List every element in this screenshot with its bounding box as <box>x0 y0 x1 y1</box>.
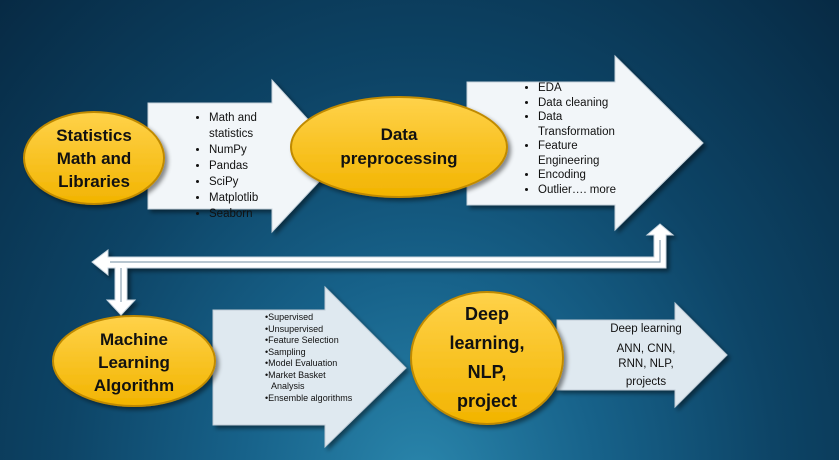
list-item: SciPy <box>209 174 289 190</box>
step4-title-line: learning, <box>449 333 525 353</box>
step1-title-line: Statistics <box>56 125 132 145</box>
list-item: Pandas <box>209 158 289 174</box>
step2-title-line: Data <box>380 125 418 144</box>
step3-oval <box>52 315 216 407</box>
step3-list: •Supervised •Unsupervised •Feature Selec… <box>259 312 355 404</box>
list-item: EDA <box>538 81 638 96</box>
list-item: NumPy <box>209 142 289 158</box>
list-item: Data Transformation <box>538 110 638 139</box>
list-item: •Model Evaluation <box>265 358 338 368</box>
list-item: Math and statistics <box>209 110 289 142</box>
list-item: •Unsupervised <box>265 323 324 334</box>
list-item: •Supervised <box>265 312 314 322</box>
step3-title: Machine Learning Algorithm <box>60 326 208 398</box>
step4-detail-line: ANN, CNN, <box>616 343 676 355</box>
list-item: •Sampling <box>265 346 306 357</box>
step1-arrow <box>147 78 343 234</box>
step2-list: EDA Data cleaning Data Transformation Fe… <box>528 81 638 197</box>
step4-title: Deep learning, NLP, project <box>421 300 553 416</box>
step1-title: Statistics Math and Libraries <box>28 120 160 196</box>
list-item: Encoding <box>538 168 638 183</box>
step2-oval <box>290 96 508 198</box>
step2-arrow <box>466 54 704 232</box>
step2-title: Data preprocessing <box>305 118 493 176</box>
connector-arrow <box>91 223 675 316</box>
step1-title-line: Math and <box>56 148 132 168</box>
list-item: Matplotlib <box>209 190 289 206</box>
list-item: Feature Engineering <box>538 139 638 168</box>
step4-title-line: Deep <box>464 304 509 324</box>
step2-title-line: preprocessing <box>340 149 458 168</box>
step3-title-line: Algorithm <box>93 375 175 395</box>
step4-oval <box>410 291 564 425</box>
list-item: Seaborn <box>209 206 289 222</box>
step1-title-line: Libraries <box>58 171 130 191</box>
step4-detail-line: projects <box>625 376 667 388</box>
list-item: •Ensemble algorithms <box>265 392 353 403</box>
step1-list: Math and statistics NumPy Pandas SciPy M… <box>199 110 289 222</box>
list-item: •Market Basket Analysis <box>265 369 326 392</box>
list-item: Data cleaning <box>538 96 638 111</box>
list-item: Outlier…. more <box>538 183 638 198</box>
step4-title-line: project <box>456 391 517 411</box>
step1-oval <box>23 111 165 205</box>
step3-arrow <box>212 285 407 449</box>
step3-title-line: Machine <box>99 329 169 349</box>
step4-arrow <box>556 301 728 409</box>
step3-title-line: Learning <box>98 352 170 372</box>
list-item: •Feature Selection <box>265 335 339 345</box>
step4-title-line: NLP, <box>467 362 507 382</box>
step4-detail-heading: Deep learning <box>610 323 682 335</box>
step4-detail-line: RNN, NLP, <box>618 358 674 370</box>
